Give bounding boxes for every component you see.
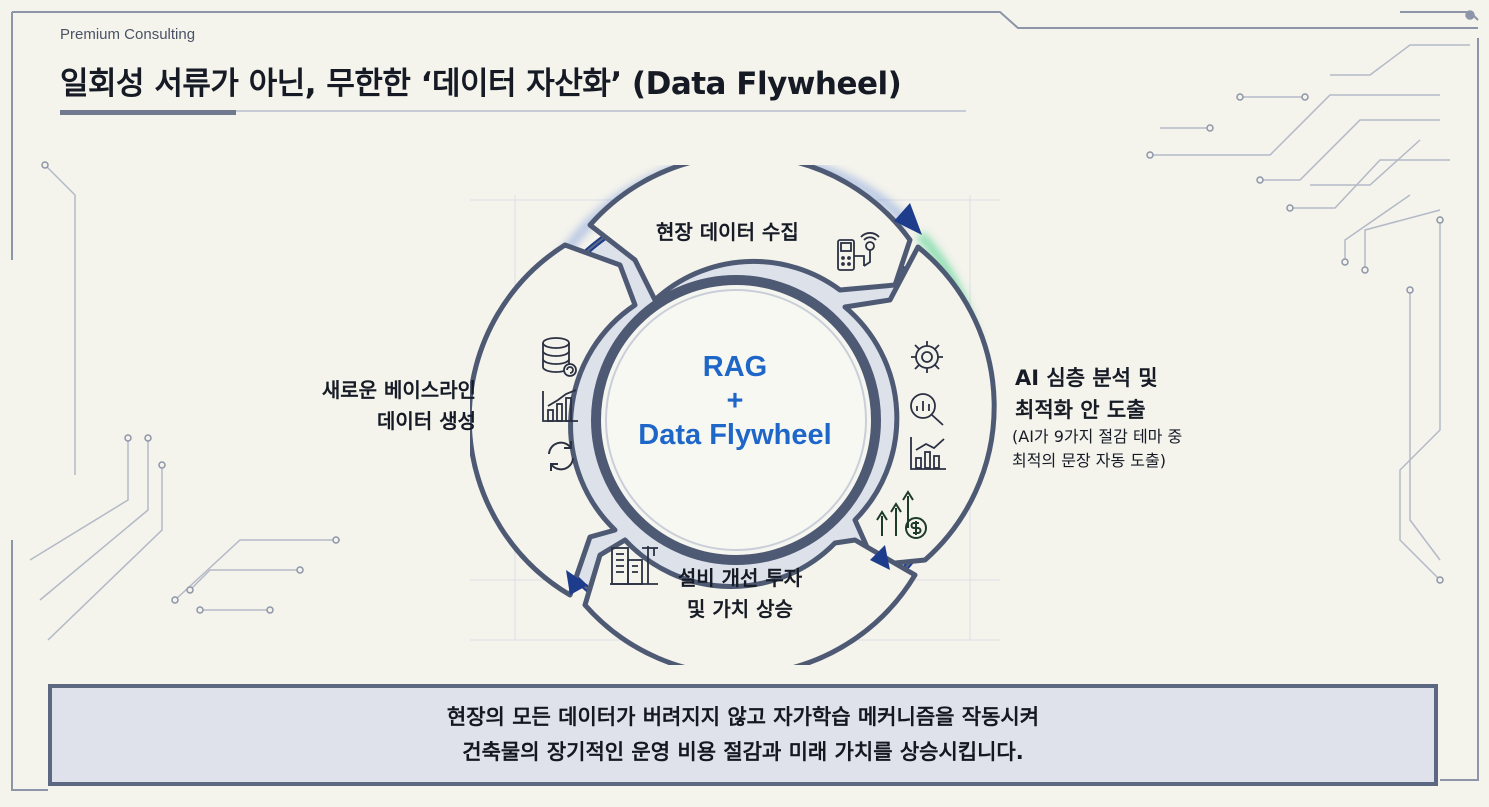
step-ai-note-line2: 최적의 문장 자동 도출) — [1012, 451, 1166, 470]
step-ai-note-line1: (AI가 9가지 절감 테마 중 — [1012, 427, 1183, 446]
summary-text: 현장의 모든 데이터가 버려지지 않고 자가학습 메커니즘을 작동시켜 건축물의… — [48, 700, 1438, 770]
database-icon — [542, 337, 577, 377]
title-underline — [60, 110, 966, 112]
brand-label: Premium Consulting — [60, 26, 196, 43]
center-line-flywheel: Data Flywheel — [638, 419, 832, 451]
flywheel-center-label: RAG + Data Flywheel — [600, 350, 870, 452]
step-label-baseline: 새로운 베이스라인 데이터 생성 — [250, 375, 476, 437]
segment-bottom — [582, 537, 918, 665]
center-line-rag: RAG — [702, 351, 768, 383]
step-ai-line1: AI 심층 분석 및 — [1015, 366, 1158, 390]
refresh-icon — [548, 441, 574, 471]
summary-line2: 건축물의 장기적인 운영 비용 절감과 미래 가치를 상승시킵니다. — [462, 740, 1024, 764]
sensor-device-icon — [837, 232, 880, 271]
summary-box — [48, 684, 1438, 786]
arrow-right — [870, 545, 890, 570]
step-baseline-line1: 새로운 베이스라인 — [321, 378, 476, 402]
magnify-chart-icon — [910, 393, 944, 426]
summary-line1: 현장의 모든 데이터가 버려지지 않고 자가학습 메커니즘을 작동시켜 — [446, 705, 1040, 729]
step-label-ai-analysis: AI 심층 분석 및 최적화 안 도출 — [1015, 362, 1158, 426]
step-ai-line2: 최적화 안 도출 — [1015, 398, 1146, 422]
step-ai-note: (AI가 9가지 절감 테마 중 최적의 문장 자동 도출) — [1012, 425, 1182, 473]
step-investment-line1: 설비 개선 투자 — [677, 566, 803, 590]
building-crane-icon — [610, 546, 658, 585]
ai-brain-icon — [911, 341, 943, 373]
growth-dollar-icon — [876, 490, 927, 539]
step-label-investment: 설비 개선 투자 및 가치 상승 — [655, 563, 825, 625]
arrow-top — [894, 203, 922, 235]
arrow-left — [566, 570, 588, 595]
step-investment-line2: 및 가치 상승 — [687, 597, 793, 621]
step-label-field-data: 현장 데이터 수집 — [656, 220, 799, 244]
title-underline-accent — [60, 110, 236, 115]
bar-chart-icon — [542, 389, 578, 422]
analytics-chart-icon — [910, 437, 946, 470]
step-baseline-line2: 데이터 생성 — [377, 409, 476, 433]
flywheel-cycle — [470, 165, 997, 665]
page-title: 일회성 서류가 아닌, 무한한 ‘데이터 자산화’ (Data Flywheel… — [60, 66, 902, 102]
segment-right — [842, 244, 997, 568]
center-line-plus: + — [726, 385, 744, 417]
segment-top — [587, 165, 913, 303]
